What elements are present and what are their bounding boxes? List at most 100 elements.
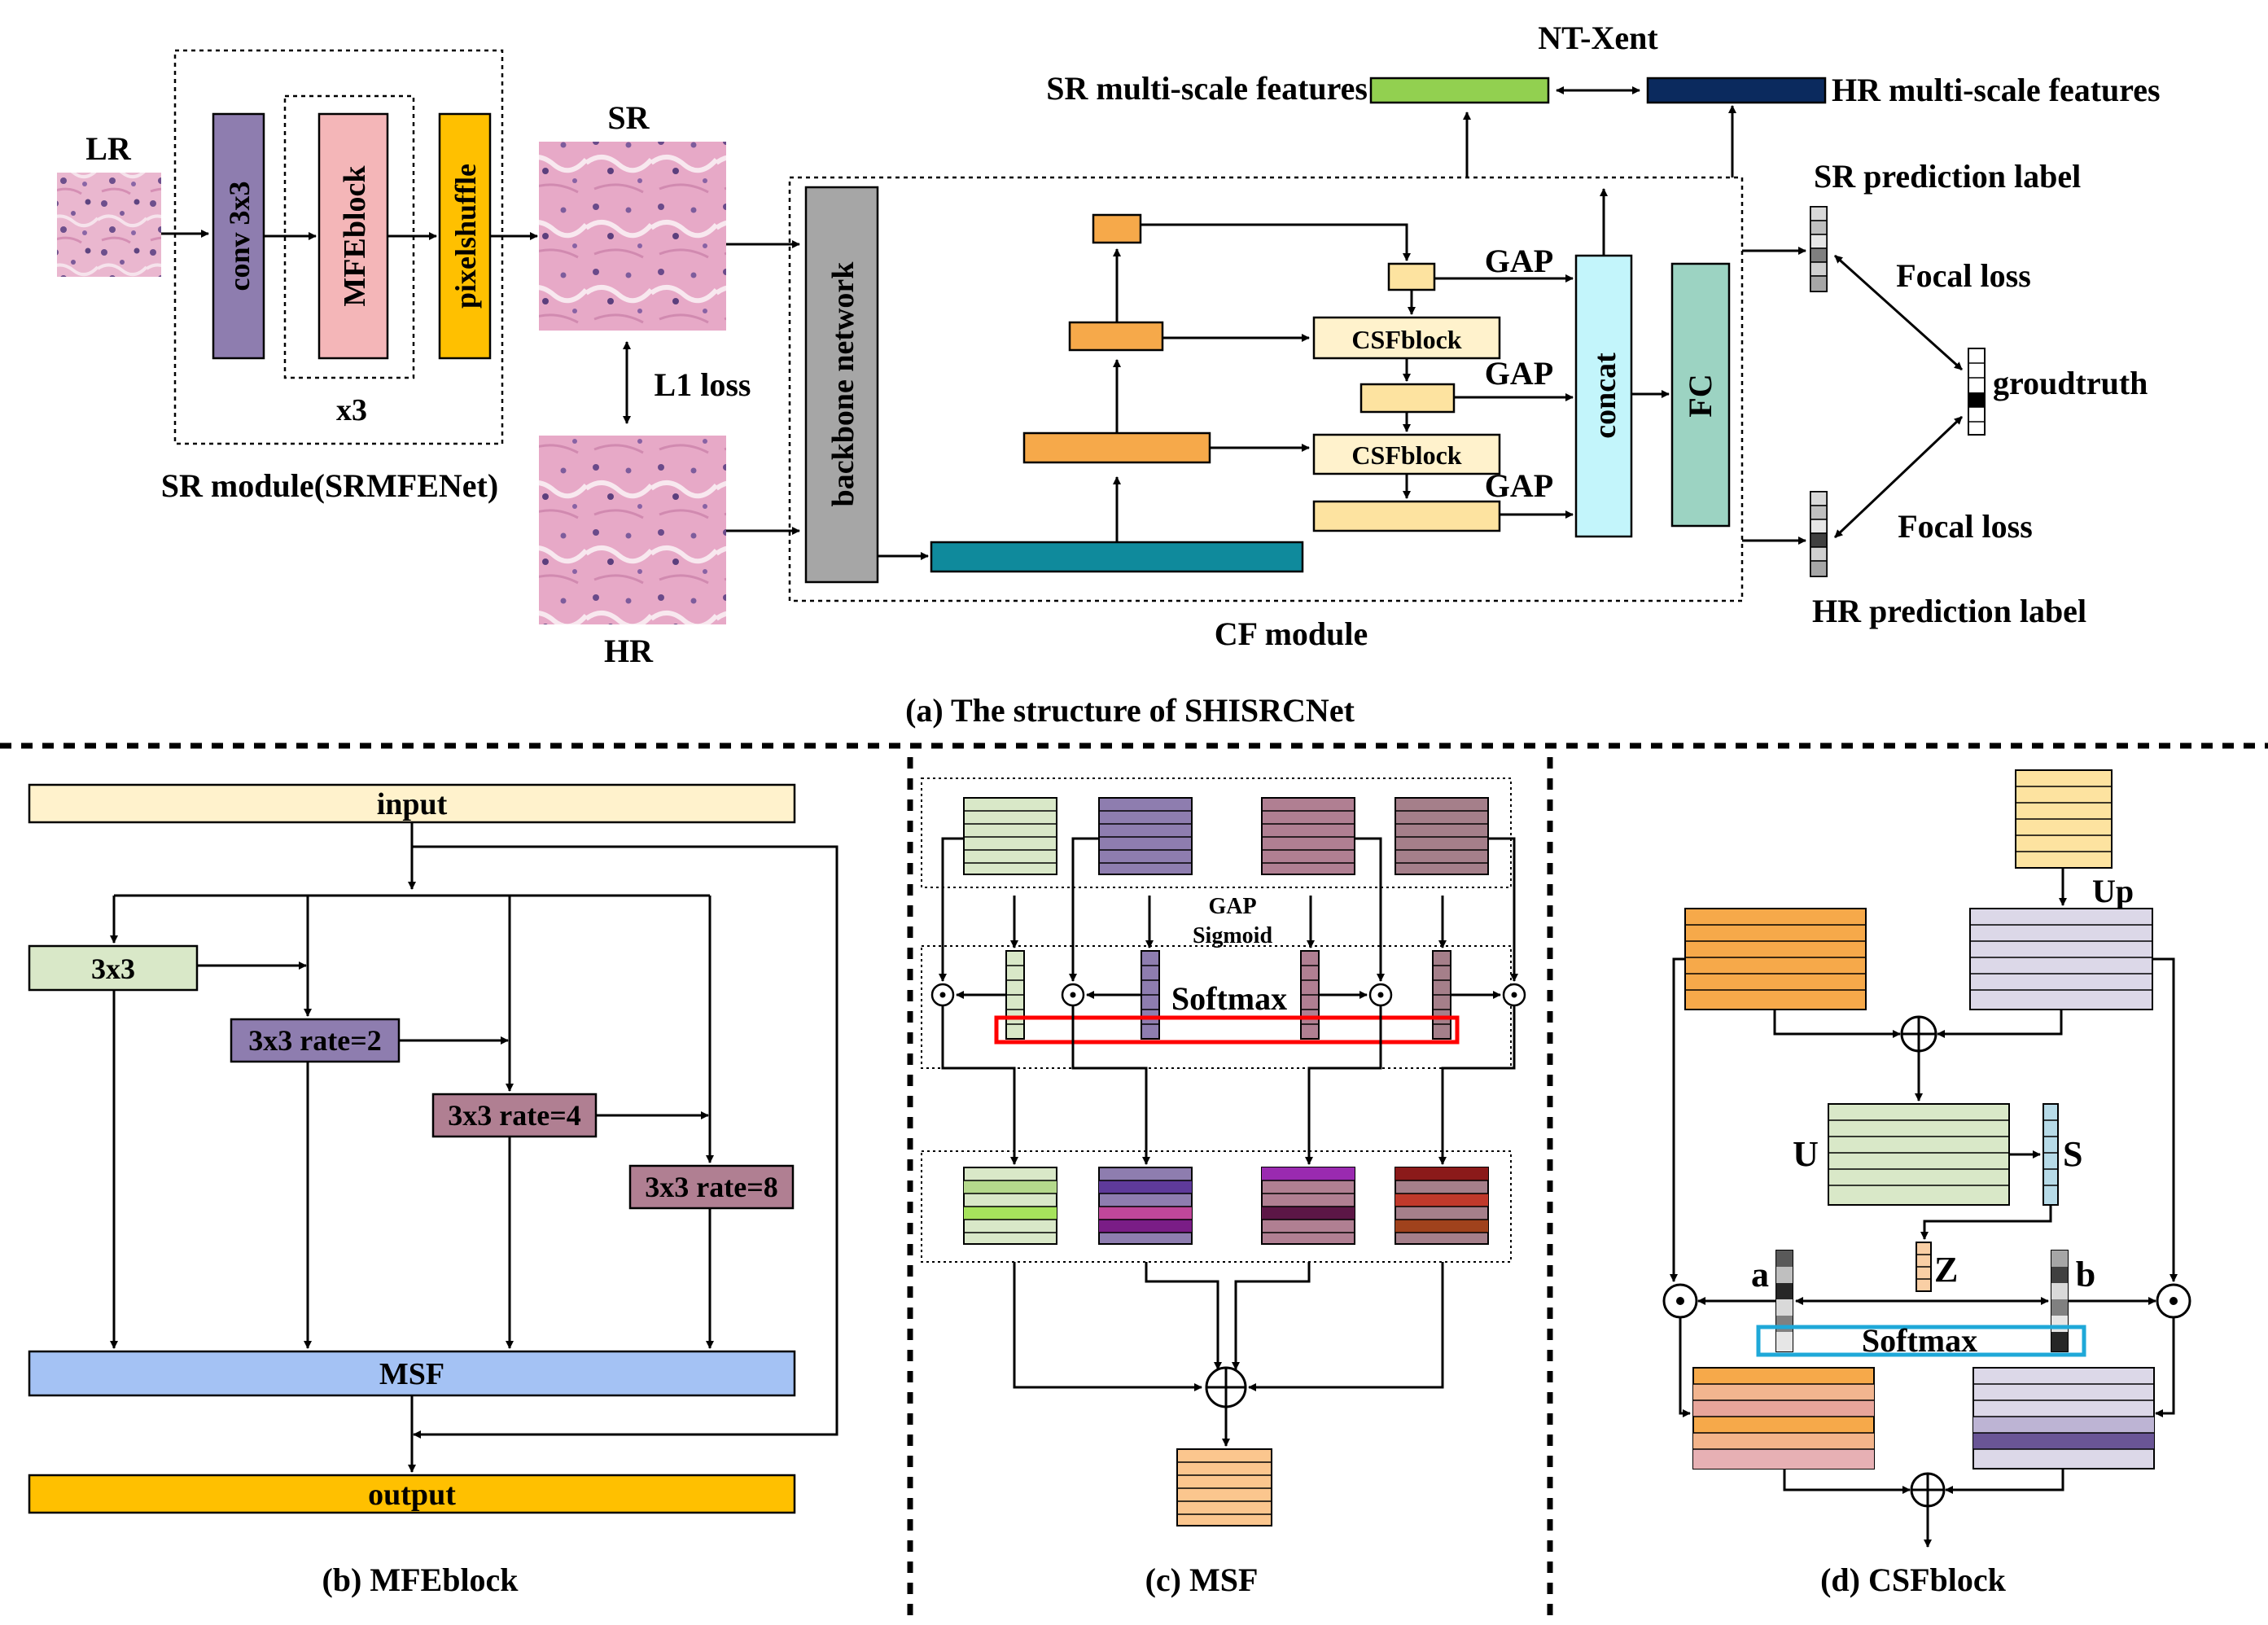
feature-orange-l [1022,431,1211,464]
hr-feat-label: HR multi-scale features [1832,72,2161,108]
groundtruth-label: groudtruth [1993,365,2148,401]
backbone-block [804,186,879,584]
csf-weighted-low-stack [1972,1367,2155,1470]
hr-label: HR [604,633,654,669]
msf-sum-icon [1205,1366,1247,1408]
sr-feat-label: SR multi-scale features [1046,70,1368,107]
csf-a-vector [1775,1250,1793,1352]
msf-input-stack-3 [1261,797,1355,875]
conv4-block [431,1093,598,1138]
gap-label-1: GAP [1485,243,1553,279]
conv8-block [628,1164,795,1210]
u-label: U [1793,1134,1819,1174]
msf-softmax-label: Softmax [1171,980,1287,1017]
msf-gap-label: GAP [1208,894,1256,919]
gap-label-3: GAP [1485,467,1553,504]
msf-attention-vector-2 [1141,950,1160,1040]
csf-b-vector [2051,1250,2069,1352]
feature-teal [930,541,1304,573]
panel-b: input 3x3 3x3 rate=2 3x3 rate=4 3x3 rate… [28,783,838,1598]
sr-module-box [173,49,504,445]
pixelshuffle-block [438,112,492,360]
csf-weighted-high-stack [1692,1367,1875,1470]
panel-a: LR conv 3x3 MFEblock pixelshuffle x3 SR … [57,20,2161,729]
feature-orange-s [1092,213,1142,244]
csf-softmax-box [1756,1325,2086,1357]
groundtruth-vector [1968,348,1986,436]
input-bar [28,783,796,824]
csf-z-vector [1916,1242,1932,1292]
msf-sigmoid-label: Sigmoid [1193,923,1272,948]
sr-label: SR [607,99,650,136]
conv2-block [230,1018,401,1063]
sr-image [539,142,726,331]
msf-output-stack-1 [963,1167,1057,1245]
msf-result-stack [1176,1448,1272,1526]
panel-d-caption: (d) CSFblock [1820,1561,2007,1598]
csfblock-2 [1312,433,1501,475]
concat-block [1574,254,1633,538]
msf-output-stack-2 [1098,1167,1193,1245]
msf-input-stack-1 [963,797,1057,875]
panel-a-caption: (a) The structure of SHISRCNet [905,692,1355,729]
fc-label: FC [1682,374,1719,417]
msf-multiply-2 [1061,983,1085,1007]
repeat-label: x3 [336,393,367,427]
cf-module-box [788,176,1744,602]
panel-c: GAP Sigmoid [921,777,1526,1598]
panel-c-caption: (c) MSF [1145,1561,1259,1598]
s-label: S [2063,1134,2082,1174]
msf-input-group [921,777,1512,888]
csf-sum-icon-2 [1910,1472,1946,1508]
lr-label: LR [85,130,132,167]
ntxent-label: NT-Xent [1538,20,1658,56]
cf-module-label: CF module [1215,615,1368,652]
sr-pred-label: SR prediction label [1814,158,2081,195]
msf-multiply-3 [1368,983,1393,1007]
focal-loss-label-1: Focal loss [1896,257,2031,294]
conv8-label: 3x3 rate=8 [645,1171,777,1203]
conv3x3-label: conv 3x3 [223,182,256,291]
csf-multiply-a [1662,1283,1698,1319]
csf-low-input-stack [2015,769,2113,869]
msf-input-stack-4 [1395,797,1489,875]
msf-input-stack-2 [1098,797,1193,875]
panel-b-caption: (b) MFEblock [322,1561,519,1598]
hr-prediction-vector [1810,491,1828,577]
gap-label-2: GAP [1485,355,1553,392]
input-label: input [377,787,448,821]
lr-image [57,173,161,277]
b-label: b [2076,1255,2095,1294]
msf-softmax-box [994,1015,1460,1045]
hr-multiscale-bar [1646,77,1827,104]
msf-attention-vector-4 [1432,950,1451,1040]
panel-d: Up U [1662,769,2191,1598]
mfeblock-block [317,112,389,360]
feature-light-l [1312,500,1501,532]
csf-sum-icon-1 [1900,1015,1937,1053]
backbone-label: backbone network [826,261,860,507]
msf-output-stack-3 [1261,1167,1355,1245]
feature-light-s [1387,262,1436,291]
mfeblock-label: MFEblock [338,165,372,307]
csfblock-2-label: CSFblock [1351,440,1461,470]
feature-light-m [1359,383,1456,414]
msf-multiply-1 [930,983,955,1007]
output-label: output [368,1478,456,1512]
a-label: a [1751,1255,1769,1294]
csf-multiply-b [2156,1283,2191,1319]
msf-attention-vector-3 [1300,950,1320,1040]
conv4-label: 3x3 rate=4 [448,1099,580,1132]
msf-attention-vector-1 [1005,950,1025,1040]
conv2-label: 3x3 rate=2 [248,1024,381,1057]
csf-s-vector [2043,1103,2059,1206]
csf-softmax-label: Softmax [1862,1322,1977,1359]
conv1-block [28,944,199,992]
focal-loss-label-2: Focal loss [1898,508,2033,545]
fc-block [1670,262,1731,528]
up-label: Up [2092,873,2134,909]
msf-attention-group [921,945,1512,1069]
msf-output-group [921,1150,1512,1263]
msf-label: MSF [379,1357,444,1391]
